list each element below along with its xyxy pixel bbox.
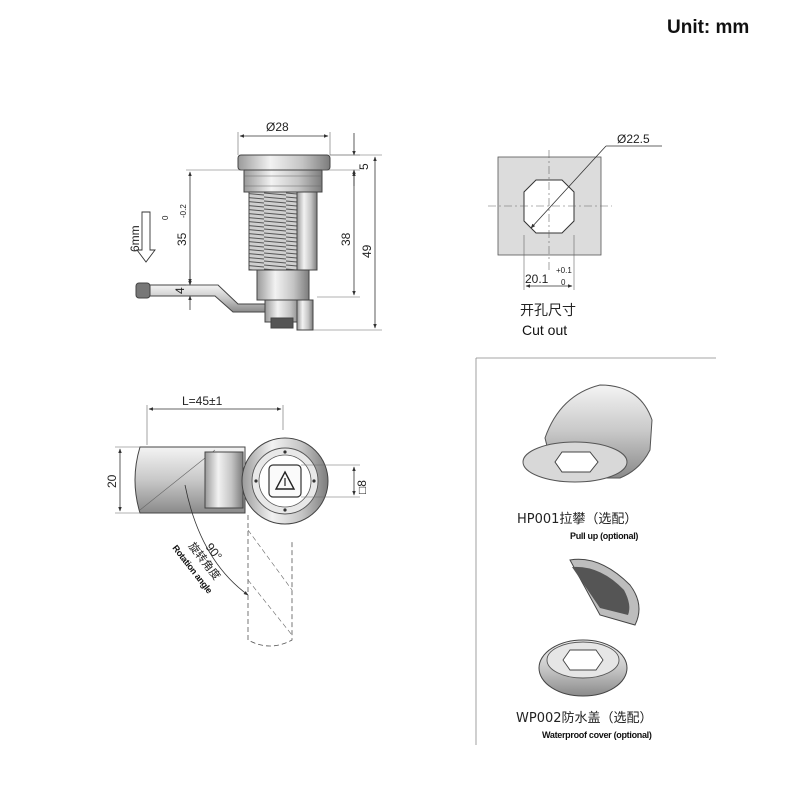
dim-cam-length: L=45±1 [182, 394, 223, 408]
triangle-key-icon [274, 470, 296, 490]
travel-6mm: 6mm [128, 225, 142, 252]
waterproof-label-cn: WP002防水盖（选配） [516, 710, 653, 726]
side-view: Ø28 5 38 49 [128, 120, 382, 331]
dim-cam-4: 4 [173, 287, 187, 294]
cutout-dim-flat: 20.1 [525, 272, 549, 286]
cam-rotated-outline [247, 515, 293, 647]
lower-body [256, 269, 310, 301]
rotation-arc [184, 484, 249, 596]
dim-body-35-tol-lower: -0.2 [179, 204, 188, 218]
cutout-dim-flat-tol-upper: +0.1 [556, 266, 572, 275]
dim-body-35-tol-upper: 0 [161, 215, 170, 220]
cutout-hole [523, 179, 575, 234]
pull-up-label-cn: HP001拉攀（选配） [517, 512, 637, 527]
pull-up-accessory: HP001拉攀（选配） Pull up (optional) [517, 384, 653, 541]
dim-square-8: □8 [355, 480, 369, 494]
waterproof-cover-accessory: WP002防水盖（选配） Waterproof cover (optional) [516, 558, 653, 740]
lock-nut [243, 169, 323, 193]
dim-body-35: 35 [175, 232, 189, 246]
accessories-panel: HP001拉攀（选配） Pull up (optional) WP002防水盖（… [475, 357, 716, 745]
travel-arrow-icon [136, 211, 156, 263]
pull-up-label-en: Pull up (optional) [570, 531, 638, 541]
waterproof-label-en: Waterproof cover (optional) [542, 730, 652, 740]
dim-total-49: 49 [360, 244, 374, 258]
cutout-dim-flat-tol-lower: 0 [561, 278, 566, 287]
dim-flange-5: 5 [357, 163, 371, 170]
cam-arm [138, 284, 266, 313]
cutout-view: Ø22.5 20.1 +0.1 0 开孔尺寸 Cut out [488, 132, 662, 338]
unit-label: Unit: mm [667, 17, 749, 38]
front-view: L=45±1 20 □8 90° 旋转角度 Rotatio [105, 394, 369, 647]
dim-diameter-28: Ø28 [266, 120, 289, 134]
dim-cam-width: 20 [105, 474, 119, 488]
dim-thread-38: 38 [339, 232, 353, 246]
lock-head-flange [237, 154, 331, 171]
cutout-label-cn: 开孔尺寸 [520, 303, 576, 319]
cutout-dim-diameter: Ø22.5 [617, 132, 650, 146]
cutout-label-en: Cut out [522, 322, 567, 338]
